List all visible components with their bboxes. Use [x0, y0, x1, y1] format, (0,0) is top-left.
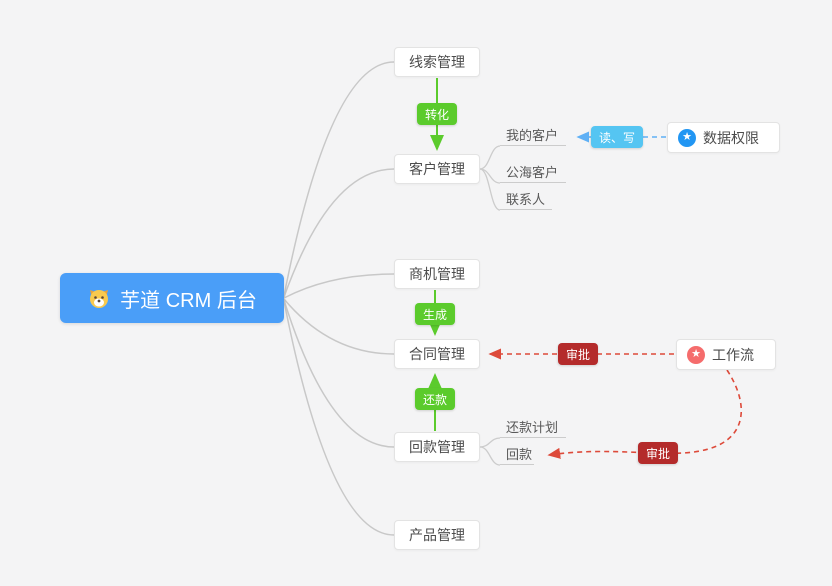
node-workflow-label: 工作流: [712, 346, 754, 363]
edge-label-convert[interactable]: 转化: [416, 103, 458, 125]
node-payments[interactable]: 回款管理: [394, 432, 480, 462]
star-icon: ★: [687, 345, 705, 364]
subnode-repayment[interactable]: 回款: [500, 446, 534, 465]
edge-label-generate[interactable]: 生成: [414, 303, 456, 325]
node-products-label: 产品管理: [409, 527, 465, 543]
edge-label-repay[interactable]: 还款: [414, 388, 456, 410]
edge-root-contracts: [283, 298, 395, 355]
edge-customers-my: [479, 145, 501, 170]
subnode-repayment-plan[interactable]: 还款计划: [500, 419, 566, 438]
root-node-crm[interactable]: 芋道 CRM 后台: [60, 273, 284, 323]
node-workflow[interactable]: ★ 工作流: [676, 339, 776, 370]
node-data-permission[interactable]: ★ 数据权限: [667, 122, 780, 153]
node-products[interactable]: 产品管理: [394, 520, 480, 550]
node-contracts[interactable]: 合同管理: [394, 339, 480, 369]
node-opportunities-label: 商机管理: [409, 266, 465, 282]
root-node-label: 芋道 CRM 后台: [120, 289, 257, 312]
node-customers[interactable]: 客户管理: [394, 154, 480, 184]
edge-root-customers: [283, 168, 395, 298]
subnode-my-customers[interactable]: 我的客户: [500, 127, 566, 146]
star-icon: ★: [678, 128, 696, 147]
edge-label-approve-repayment[interactable]: 审批: [637, 442, 679, 464]
edge-label-approve-contract[interactable]: 审批: [557, 343, 599, 365]
node-contracts-label: 合同管理: [409, 346, 465, 362]
edge-customers-contacts: [479, 168, 501, 211]
node-opportunities[interactable]: 商机管理: [394, 259, 480, 289]
node-leads-label: 线索管理: [409, 54, 465, 70]
edge-root-opportunities: [283, 273, 395, 299]
edge-root-leads: [283, 61, 395, 297]
edge-label-read-write[interactable]: 读、写: [590, 126, 644, 148]
node-payments-label: 回款管理: [409, 439, 465, 455]
edge-payments-plan: [479, 437, 501, 448]
edge-payments-repay: [479, 446, 501, 466]
node-data-permission-label: 数据权限: [703, 129, 759, 146]
subnode-public-customers[interactable]: 公海客户: [500, 164, 566, 183]
node-leads[interactable]: 线索管理: [394, 47, 480, 77]
dog-logo-icon: [87, 286, 111, 310]
subnode-contacts[interactable]: 联系人: [500, 191, 552, 210]
edge-root-products: [283, 300, 395, 536]
edge-root-payments: [283, 299, 395, 448]
node-customers-label: 客户管理: [409, 161, 465, 177]
